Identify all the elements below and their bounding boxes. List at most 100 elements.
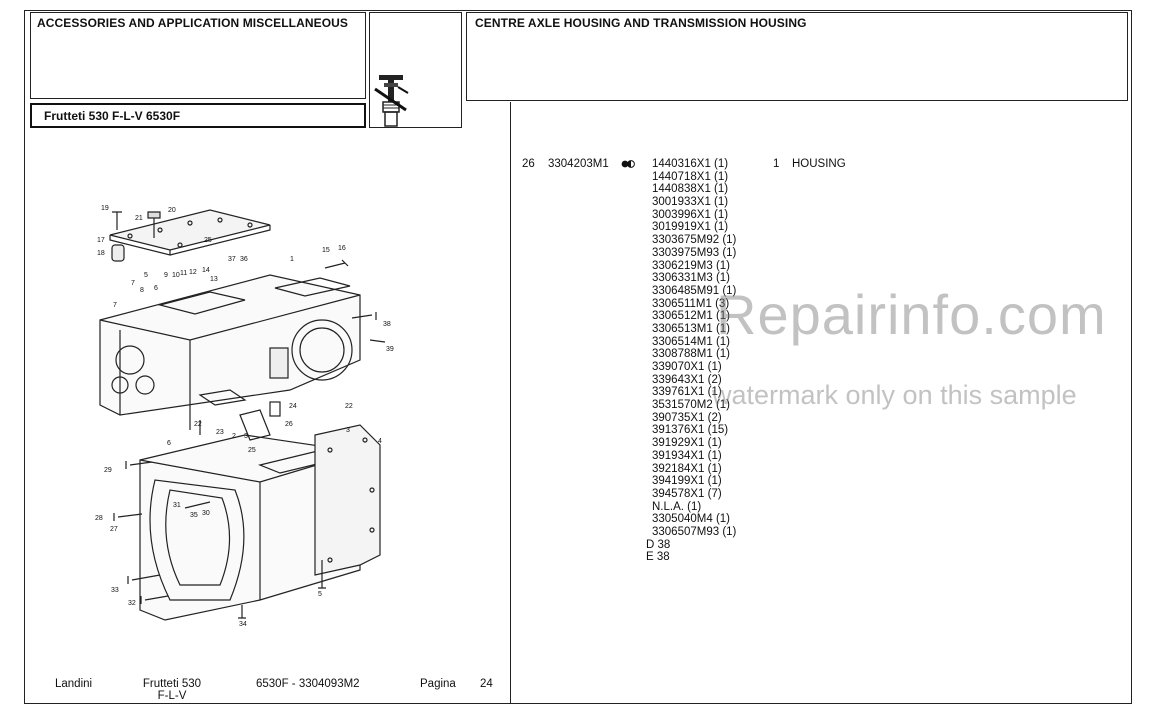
callout: 26 [285,421,293,428]
group-title: CENTRE AXLE HOUSING AND TRANSMISSION HOU… [475,16,807,30]
callout: 17 [97,237,105,244]
callout: 35 [190,512,198,519]
callout: 15 [322,247,330,254]
callout: 22 [345,403,353,410]
sub-part: 3306507M93 (1) [652,525,737,538]
model-box: Frutteti 530 F-L-V 6530F [30,103,366,128]
callout: 10 [172,272,180,279]
sub-part: 3303975M93 (1) [652,246,737,259]
callout: 36 [240,256,248,263]
sub-part: 1440718X1 (1) [652,170,729,183]
sub-part: 3019919X1 (1) [652,221,729,234]
callout: 12 [189,269,197,276]
callout: 6 [167,440,171,447]
sub-part: 394199X1 (1) [652,475,722,488]
footer-code: 6530F - 3304093M2 [256,678,360,690]
callout: 21 [135,215,143,222]
sub-part: 3305040M4 (1) [652,513,730,526]
callout: 5 [318,591,322,598]
watermark-sub: watermark only on this sample [712,380,1077,410]
description: HOUSING [792,158,846,170]
callout: 7 [131,280,135,287]
sub-part: 1440838X1 (1) [652,183,729,196]
callout: 6 [154,285,158,292]
sub-part: 339070X1 (1) [652,361,722,373]
footer-model: Frutteti 530 F-L-V [142,678,202,702]
sub-part: 392184X1 (1) [652,462,722,475]
callout: 13 [210,276,218,283]
callout: 31 [173,502,181,509]
sub-part: 3001933X1 (1) [652,196,729,209]
callout: 22 [194,421,202,428]
footer-page-number: 24 [480,678,493,690]
item-number: 26 [522,158,535,170]
callout: 37 [228,256,236,263]
callout: 4 [378,438,382,445]
variant: D 38 [646,538,671,551]
callout: 14 [202,267,210,274]
sub-part: 391929X1 (1) [652,437,722,450]
section-title: ACCESSORIES AND APPLICATION MISCELLANEOU… [37,16,349,30]
gear-selector-icon [374,75,409,127]
watermark-main: Repairinfo.com [716,283,1107,346]
sub-part: 391376X1 (15) [652,424,729,437]
column-divider [510,102,511,704]
callout: 2 [232,433,236,440]
sub-part: 3306511M1 (3) [652,297,730,310]
callout: 27 [110,526,118,533]
sub-part: 3306219M3 (1) [652,259,730,272]
half-filled-circle-icon [621,160,635,168]
sub-part: N.L.A. (1) [652,500,702,513]
sub-part: 3306331M3 (1) [652,272,730,285]
sub-part: 3306485M91 (1) [652,284,737,297]
callout: 11 [180,270,188,277]
sub-part: 391934X1 (1) [652,449,722,462]
callout: 9 [164,272,168,279]
sub-part: 339643X1 (2) [652,373,722,386]
sub-part: 3306514M1 (1) [652,335,730,348]
callout: 16 [338,245,346,252]
callout: 32 [128,600,136,607]
callout: 33 [111,587,119,594]
callout: 3 [244,433,248,440]
callout: 25 [204,237,212,244]
variant: E 38 [646,551,670,564]
sub-part: 390735X1 (2) [652,411,722,424]
callout: 8 [140,287,144,294]
sub-part: 3306512M1 (1) [652,310,730,323]
callout: 24 [289,403,297,410]
callout: 23 [216,429,224,436]
sub-part: 3003996X1 (1) [652,208,729,221]
callout: 5 [144,272,148,279]
callout: 20 [168,207,176,214]
callout: 29 [104,467,112,474]
sub-part: 3303675M92 (1) [652,234,737,247]
callout: 18 [97,250,105,257]
icon-box [369,12,462,128]
callout: 3 [346,427,350,434]
footer-model-line1: Frutteti 530 [142,678,202,690]
part-number: 3304203M1 [548,158,609,170]
callout: 34 [239,621,247,628]
callout: 1 [290,256,294,263]
callout: 28 [95,515,103,522]
sub-part: 394578X1 (7) [652,487,722,500]
callout: 39 [386,346,394,353]
section-title-box: ACCESSORIES AND APPLICATION MISCELLANEOU… [30,12,366,99]
callout: 25 [248,447,256,454]
footer-page-label: Pagina [420,678,456,690]
sub-part: 3306513M1 (1) [652,322,730,335]
sub-part: 3531570M2 (1) [652,399,730,412]
page-frame [24,10,1132,704]
exploded-housing-diagram [99,209,386,621]
group-title-box: CENTRE AXLE HOUSING AND TRANSMISSION HOU… [466,12,1128,101]
sub-part: 1440316X1 (1) [652,158,729,170]
footer-brand: Landini [55,678,93,690]
callout: 38 [383,321,391,328]
sub-part: 339761X1 (1) [652,386,722,399]
quantity: 1 [773,158,780,170]
model-label: Frutteti 530 F-L-V 6530F [44,109,181,123]
sub-part: 3308788M1 (1) [652,348,730,361]
callout: 19 [101,205,109,212]
